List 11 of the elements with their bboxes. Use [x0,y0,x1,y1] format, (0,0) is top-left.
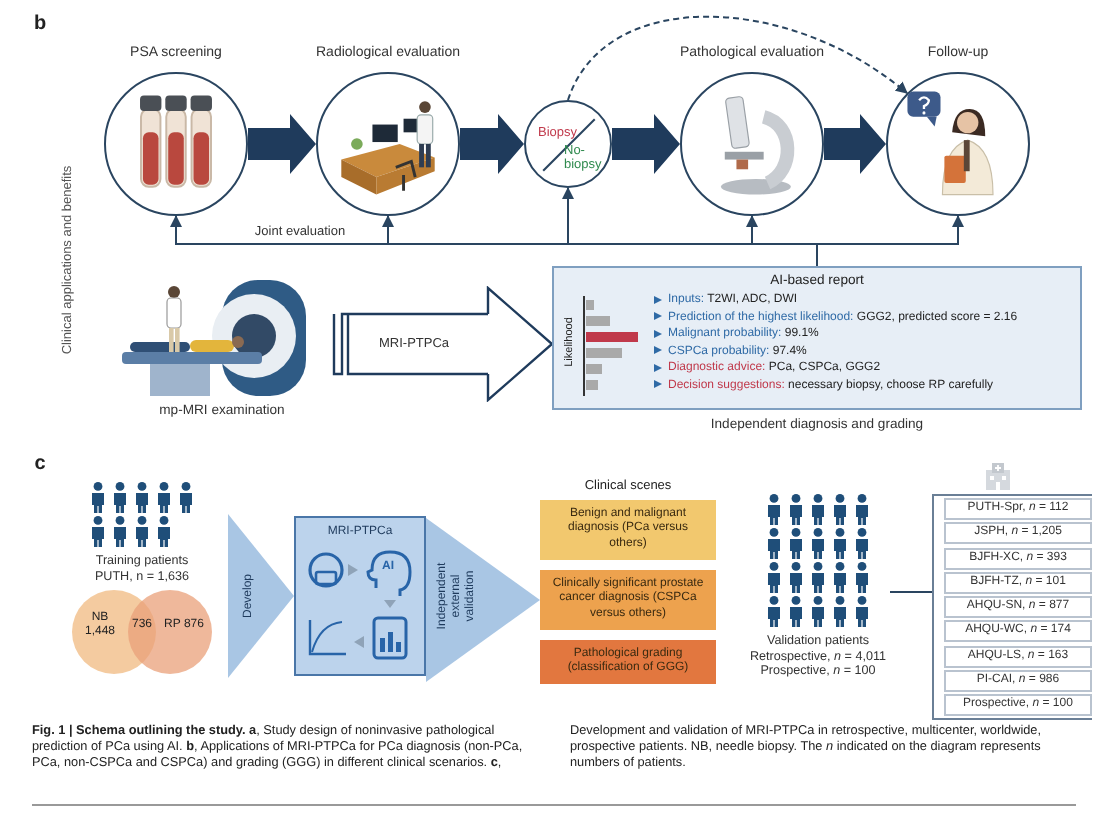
panel-letter: b [33,12,47,36]
chevron-arrow [426,518,540,682]
connector-line [889,591,933,593]
chevron-arrow [228,514,294,678]
connector-arrow [816,215,964,267]
block-arrow [612,114,680,174]
connector-arrow [567,15,909,101]
block-arrow [460,114,524,174]
block-arrow [824,114,886,174]
panel-letter: c [34,452,46,476]
block-arrow [248,114,316,174]
